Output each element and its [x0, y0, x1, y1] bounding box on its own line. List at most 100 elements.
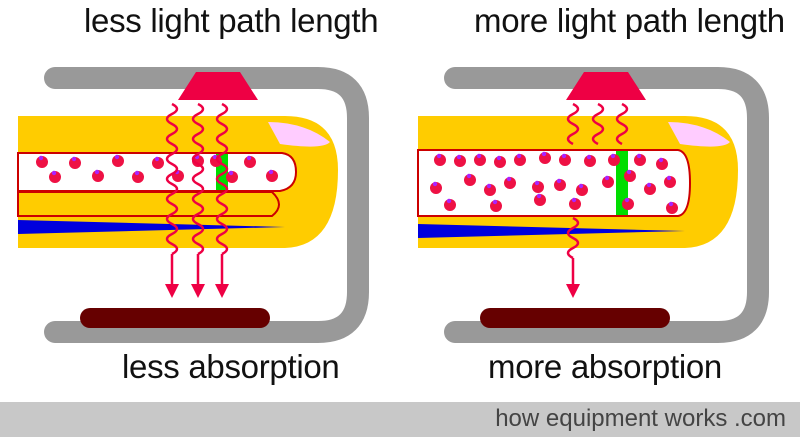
blood-cell-right-10-highlight: [636, 153, 642, 159]
vein-left: [18, 220, 285, 234]
photodetector-right: [480, 308, 670, 328]
blood-cells-left: [36, 154, 278, 183]
blood-cell-right-18: [576, 184, 588, 196]
blood-cell-right-8-highlight: [586, 154, 592, 160]
blood-cell-left-7-highlight: [154, 156, 160, 162]
clip-right: [444, 67, 769, 343]
blood-cell-right-25: [534, 194, 546, 206]
blood-cell-left-12-highlight: [246, 155, 252, 161]
blood-cell-left-11: [226, 171, 238, 183]
panel-right: [417, 67, 769, 343]
light-ray-left-3-arrowhead: [215, 284, 229, 298]
blood-cell-right-10: [634, 154, 646, 166]
blood-cells-right: [430, 151, 678, 214]
light-ray-right-2: [591, 102, 605, 146]
blood-cell-right-16-highlight: [534, 180, 540, 186]
blood-cell-right-21: [644, 183, 656, 195]
blood-cell-right-14: [484, 184, 496, 196]
blood-cell-right-12-highlight: [432, 181, 438, 187]
caption-more-absorption: more absorption: [488, 348, 722, 385]
blood-cell-right-24-highlight: [492, 199, 498, 205]
blood-cell-left-3-highlight: [71, 156, 77, 162]
blood-cell-right-2-highlight: [456, 154, 462, 160]
blood-cell-right-23-highlight: [446, 198, 452, 204]
blood-cell-right-15-highlight: [506, 176, 512, 182]
blood-cell-left-5-highlight: [114, 154, 120, 160]
blood-cell-right-4-highlight: [496, 155, 502, 161]
blood-cell-right-28-highlight: [668, 201, 674, 207]
blood-cell-right-3: [474, 154, 486, 166]
blood-cell-right-1: [434, 154, 446, 166]
caption-less-absorption: less absorption: [122, 348, 340, 385]
blood-cell-left-4-highlight: [94, 169, 100, 175]
blood-cell-left-2-highlight: [51, 170, 57, 176]
blood-cell-left-5: [112, 155, 124, 167]
blood-cell-right-7-highlight: [561, 153, 567, 159]
blood-cell-right-17: [554, 179, 566, 191]
blood-cell-right-13: [464, 174, 476, 186]
footer-bar: how equipment works .com: [0, 402, 800, 437]
blood-cell-right-26-highlight: [571, 197, 577, 203]
light-ray-right-1: [566, 102, 580, 146]
light-rays-right: [566, 102, 629, 298]
blood-cell-left-10: [210, 155, 222, 167]
blood-cell-right-13-highlight: [466, 173, 472, 179]
blood-cell-right-27: [622, 198, 634, 210]
blood-cell-right-4: [494, 156, 506, 168]
blood-cell-left-2: [49, 171, 61, 183]
blood-cell-left-11-highlight: [228, 170, 234, 176]
blood-cell-left-6: [132, 171, 144, 183]
title-more-light-path-length: more light path length: [474, 2, 785, 39]
blood-cell-right-25-highlight: [536, 193, 542, 199]
blood-cell-right-18-highlight: [578, 183, 584, 189]
blood-cell-right-27-highlight: [624, 197, 630, 203]
blood-cell-left-3: [69, 157, 81, 169]
light-ray-left-2-arrowhead: [191, 284, 205, 298]
blood-cell-right-16: [532, 181, 544, 193]
blood-cell-right-24: [490, 200, 502, 212]
blood-cell-right-2: [454, 155, 466, 167]
light-ray-left-1-arrowhead: [165, 284, 179, 298]
lower-vessel-left: [17, 191, 280, 217]
photodetector-left: [80, 308, 270, 328]
light-ray-left-3: [215, 102, 229, 256]
blood-cell-left-13: [266, 170, 278, 182]
light-ray-right-3: [615, 102, 629, 146]
blood-cell-right-17-highlight: [556, 178, 562, 184]
light-emitter-left: [178, 72, 258, 100]
light-ray-right-exit-arrowhead: [566, 284, 580, 298]
light-rays-left: [165, 102, 229, 298]
light-emitter-right: [566, 72, 646, 100]
blood-cell-right-19: [602, 176, 614, 188]
blood-cell-right-3-highlight: [476, 153, 482, 159]
blood-cell-right-22: [664, 176, 676, 188]
blood-cell-right-9: [608, 154, 620, 166]
blood-cell-right-11-highlight: [658, 157, 664, 163]
blood-cell-right-20: [624, 170, 636, 182]
blood-cell-right-6-highlight: [541, 151, 547, 157]
light-ray-left-2: [191, 102, 205, 256]
blood-cell-right-15: [504, 177, 516, 189]
blood-cell-right-7: [559, 154, 571, 166]
blood-cell-right-8: [584, 155, 596, 167]
blood-cell-right-12: [430, 182, 442, 194]
blood-cell-left-9: [192, 155, 204, 167]
blood-cell-left-7: [152, 157, 164, 169]
light-ray-left-1: [165, 102, 179, 256]
blood-cell-right-11: [656, 158, 668, 170]
blood-cell-left-1-highlight: [38, 155, 44, 161]
blood-cell-right-21-highlight: [646, 182, 652, 188]
blood-cell-right-26: [569, 198, 581, 210]
nail-left: [268, 122, 330, 147]
blood-cell-left-12: [244, 156, 256, 168]
vein-right: [418, 224, 685, 238]
blood-cell-right-5: [514, 154, 526, 166]
light-ray-right-exit: [566, 216, 580, 260]
nail-right: [668, 122, 730, 147]
blood-cell-right-28: [666, 202, 678, 214]
blood-cell-right-22-highlight: [666, 175, 672, 181]
blood-cell-left-6-highlight: [134, 170, 140, 176]
blood-cell-right-9-highlight: [610, 153, 616, 159]
blood-cell-left-1: [36, 156, 48, 168]
